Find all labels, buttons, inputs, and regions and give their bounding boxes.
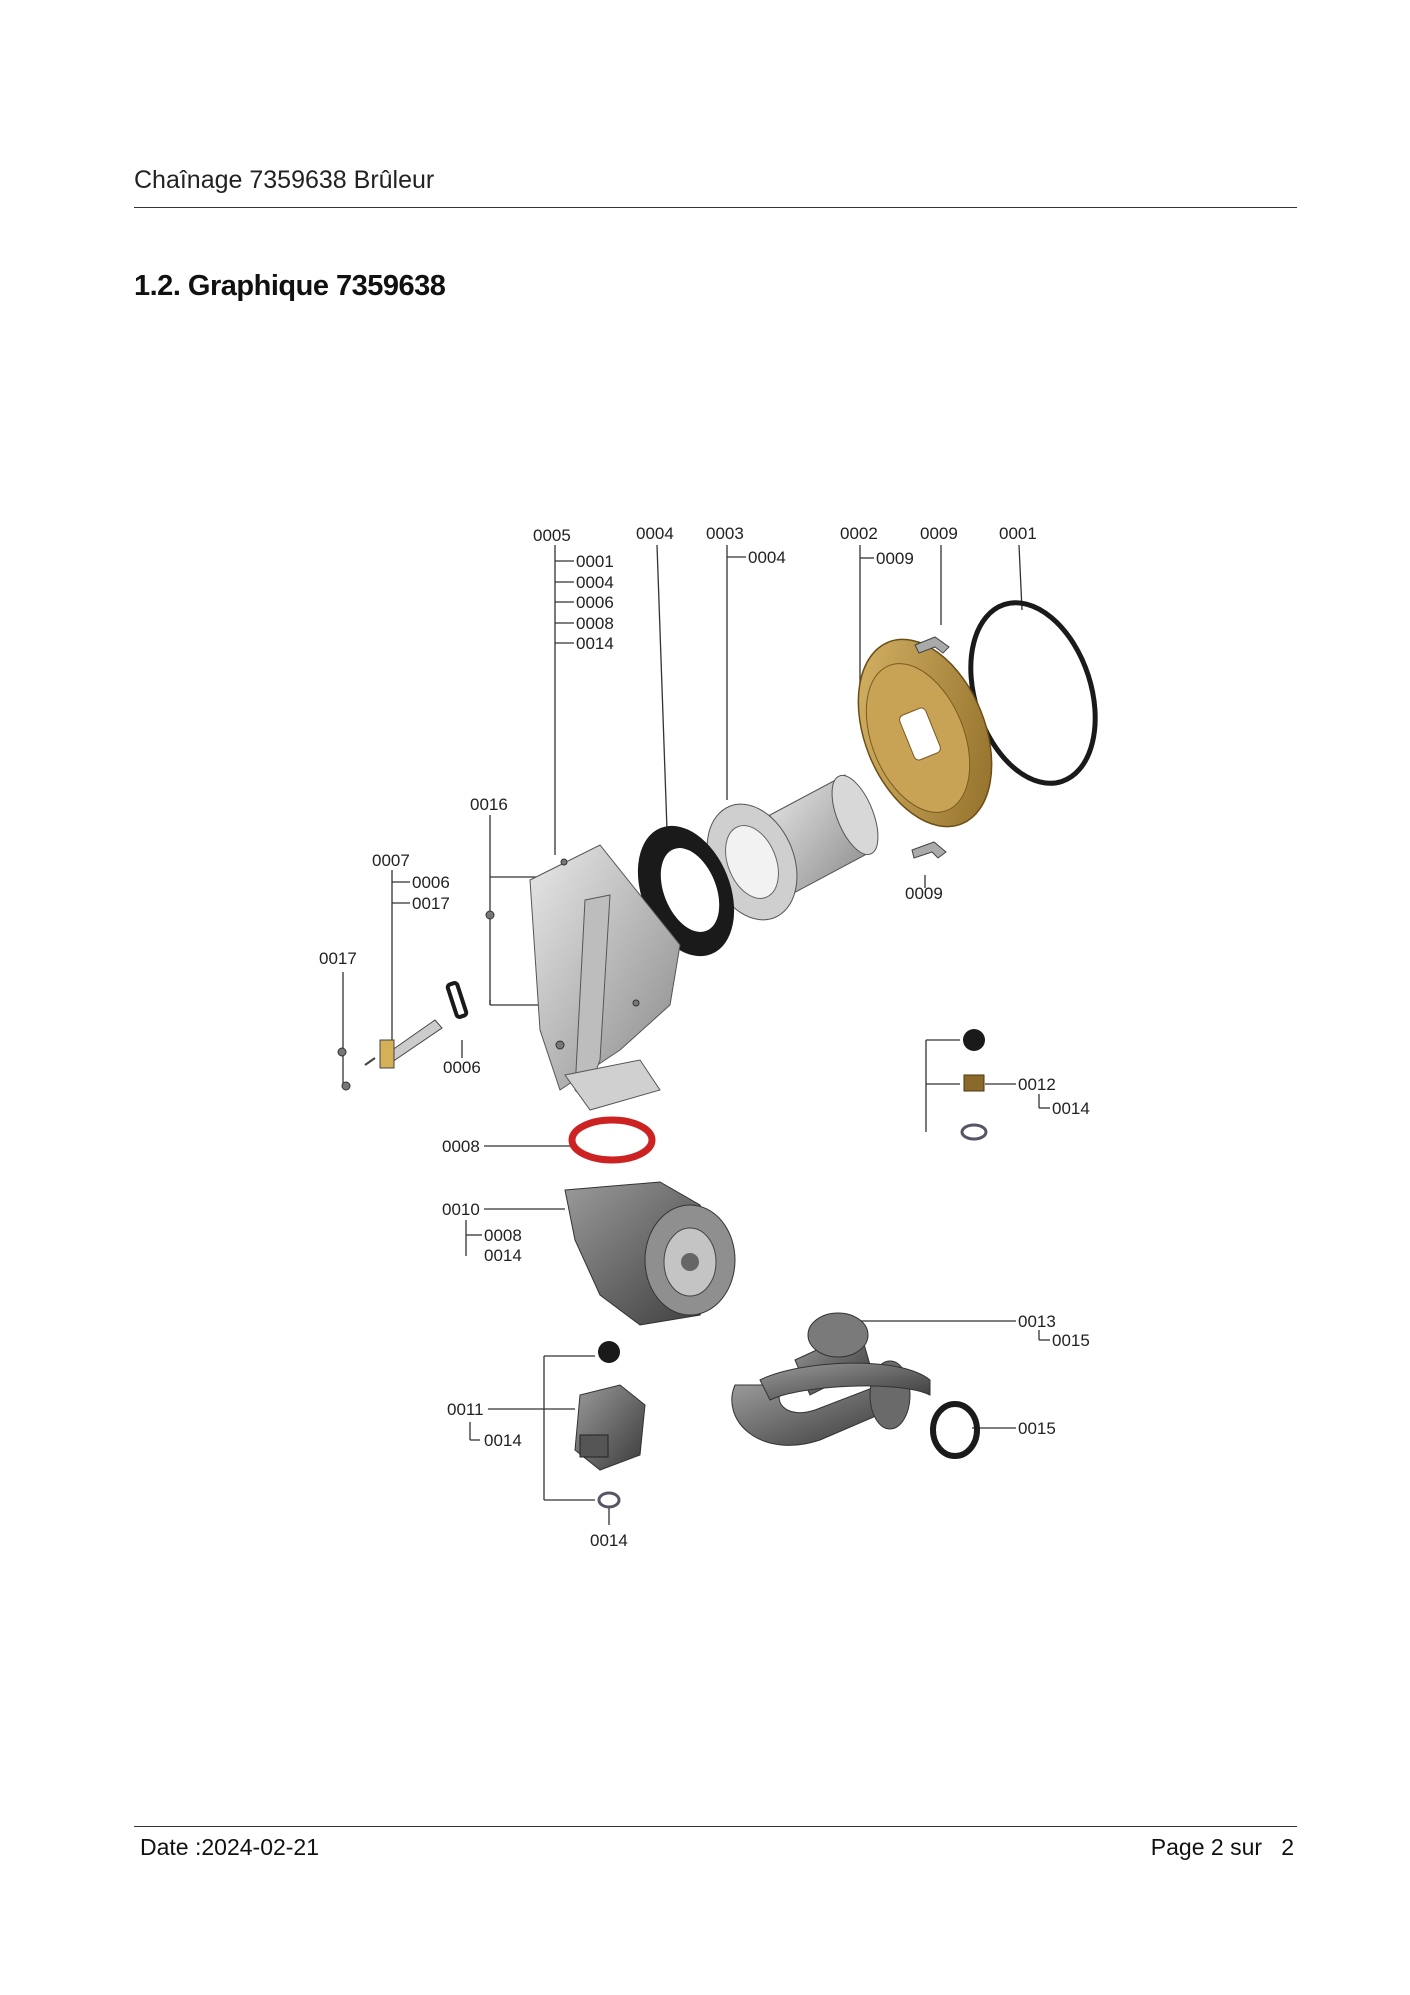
footer-date: Date :2024-02-21 <box>140 1834 320 1860</box>
burner-tube-0003 <box>706 774 879 921</box>
screws <box>337 858 640 1091</box>
label-0015: 0015 <box>1018 1419 1056 1438</box>
label-0005-0001: 0001 <box>576 552 614 571</box>
label-0005-0006: 0006 <box>576 593 614 612</box>
label-0009-top: 0009 <box>920 524 958 543</box>
page-prefix: Page 2 sur <box>1150 1834 1263 1860</box>
footer-divider <box>134 1826 1297 1827</box>
label-0009-bottom: 0009 <box>905 884 943 903</box>
label-0007-0006: 0006 <box>412 873 450 892</box>
label-0006: 0006 <box>443 1058 481 1077</box>
label-0012-0014: 0014 <box>1052 1099 1090 1118</box>
label-0002: 0002 <box>840 524 878 543</box>
burner-housing-0005 <box>529 844 681 1111</box>
label-0005-0008: 0008 <box>576 614 614 633</box>
label-0005-0004: 0004 <box>576 573 614 592</box>
gas-valve-0011 <box>574 1341 646 1509</box>
document-header-title: Chaînage 7359638 Brûleur <box>134 166 435 194</box>
label-0010: 0010 <box>442 1200 480 1219</box>
label-0004: 0004 <box>636 524 674 543</box>
ring-0015 <box>930 1401 980 1459</box>
label-0011: 0011 <box>447 1400 484 1419</box>
label-0003: 0003 <box>706 524 744 543</box>
footer-page-number: Page 2 sur 2 <box>1151 1834 1294 1861</box>
fan-0010 <box>564 1181 736 1326</box>
label-0012: 0012 <box>1018 1075 1056 1094</box>
label-0013: 0013 <box>1018 1312 1056 1331</box>
label-0002-0009: 0009 <box>876 549 914 568</box>
section-title: 1.2. Graphique 7359638 <box>134 270 446 302</box>
ignition-electrode-0007 <box>364 1019 443 1069</box>
label-0013-0015: 0015 <box>1052 1331 1090 1350</box>
fittings-0012 <box>960 1029 988 1141</box>
label-0007: 0007 <box>372 851 410 870</box>
label-0010-0014: 0014 <box>484 1246 522 1265</box>
red-gasket-0008 <box>568 1116 656 1164</box>
clip-0009-bottom <box>911 841 947 859</box>
label-0014-bottom: 0014 <box>590 1531 628 1550</box>
label-0005: 0005 <box>533 526 571 545</box>
clip-0009-top <box>914 636 950 654</box>
callout-labels: 0005 0001 0004 0006 0008 0014 0004 0003 … <box>319 524 1090 1550</box>
label-0001: 0001 <box>999 524 1037 543</box>
label-0007-0017: 0017 <box>412 894 450 913</box>
small-gasket-0006 <box>445 981 469 1019</box>
label-0017: 0017 <box>319 949 357 968</box>
label-0005-0014: 0014 <box>576 634 614 653</box>
label-0010-0008: 0008 <box>484 1226 522 1245</box>
header-divider <box>134 207 1297 208</box>
label-0003-0004: 0004 <box>748 548 786 567</box>
brass-flange-0002 <box>857 638 993 828</box>
label-0011-0014: 0014 <box>484 1431 522 1450</box>
page-total: 2 <box>1281 1834 1294 1860</box>
air-pipe-0013 <box>731 1312 931 1446</box>
label-0016: 0016 <box>470 795 508 814</box>
label-0008: 0008 <box>442 1137 480 1156</box>
